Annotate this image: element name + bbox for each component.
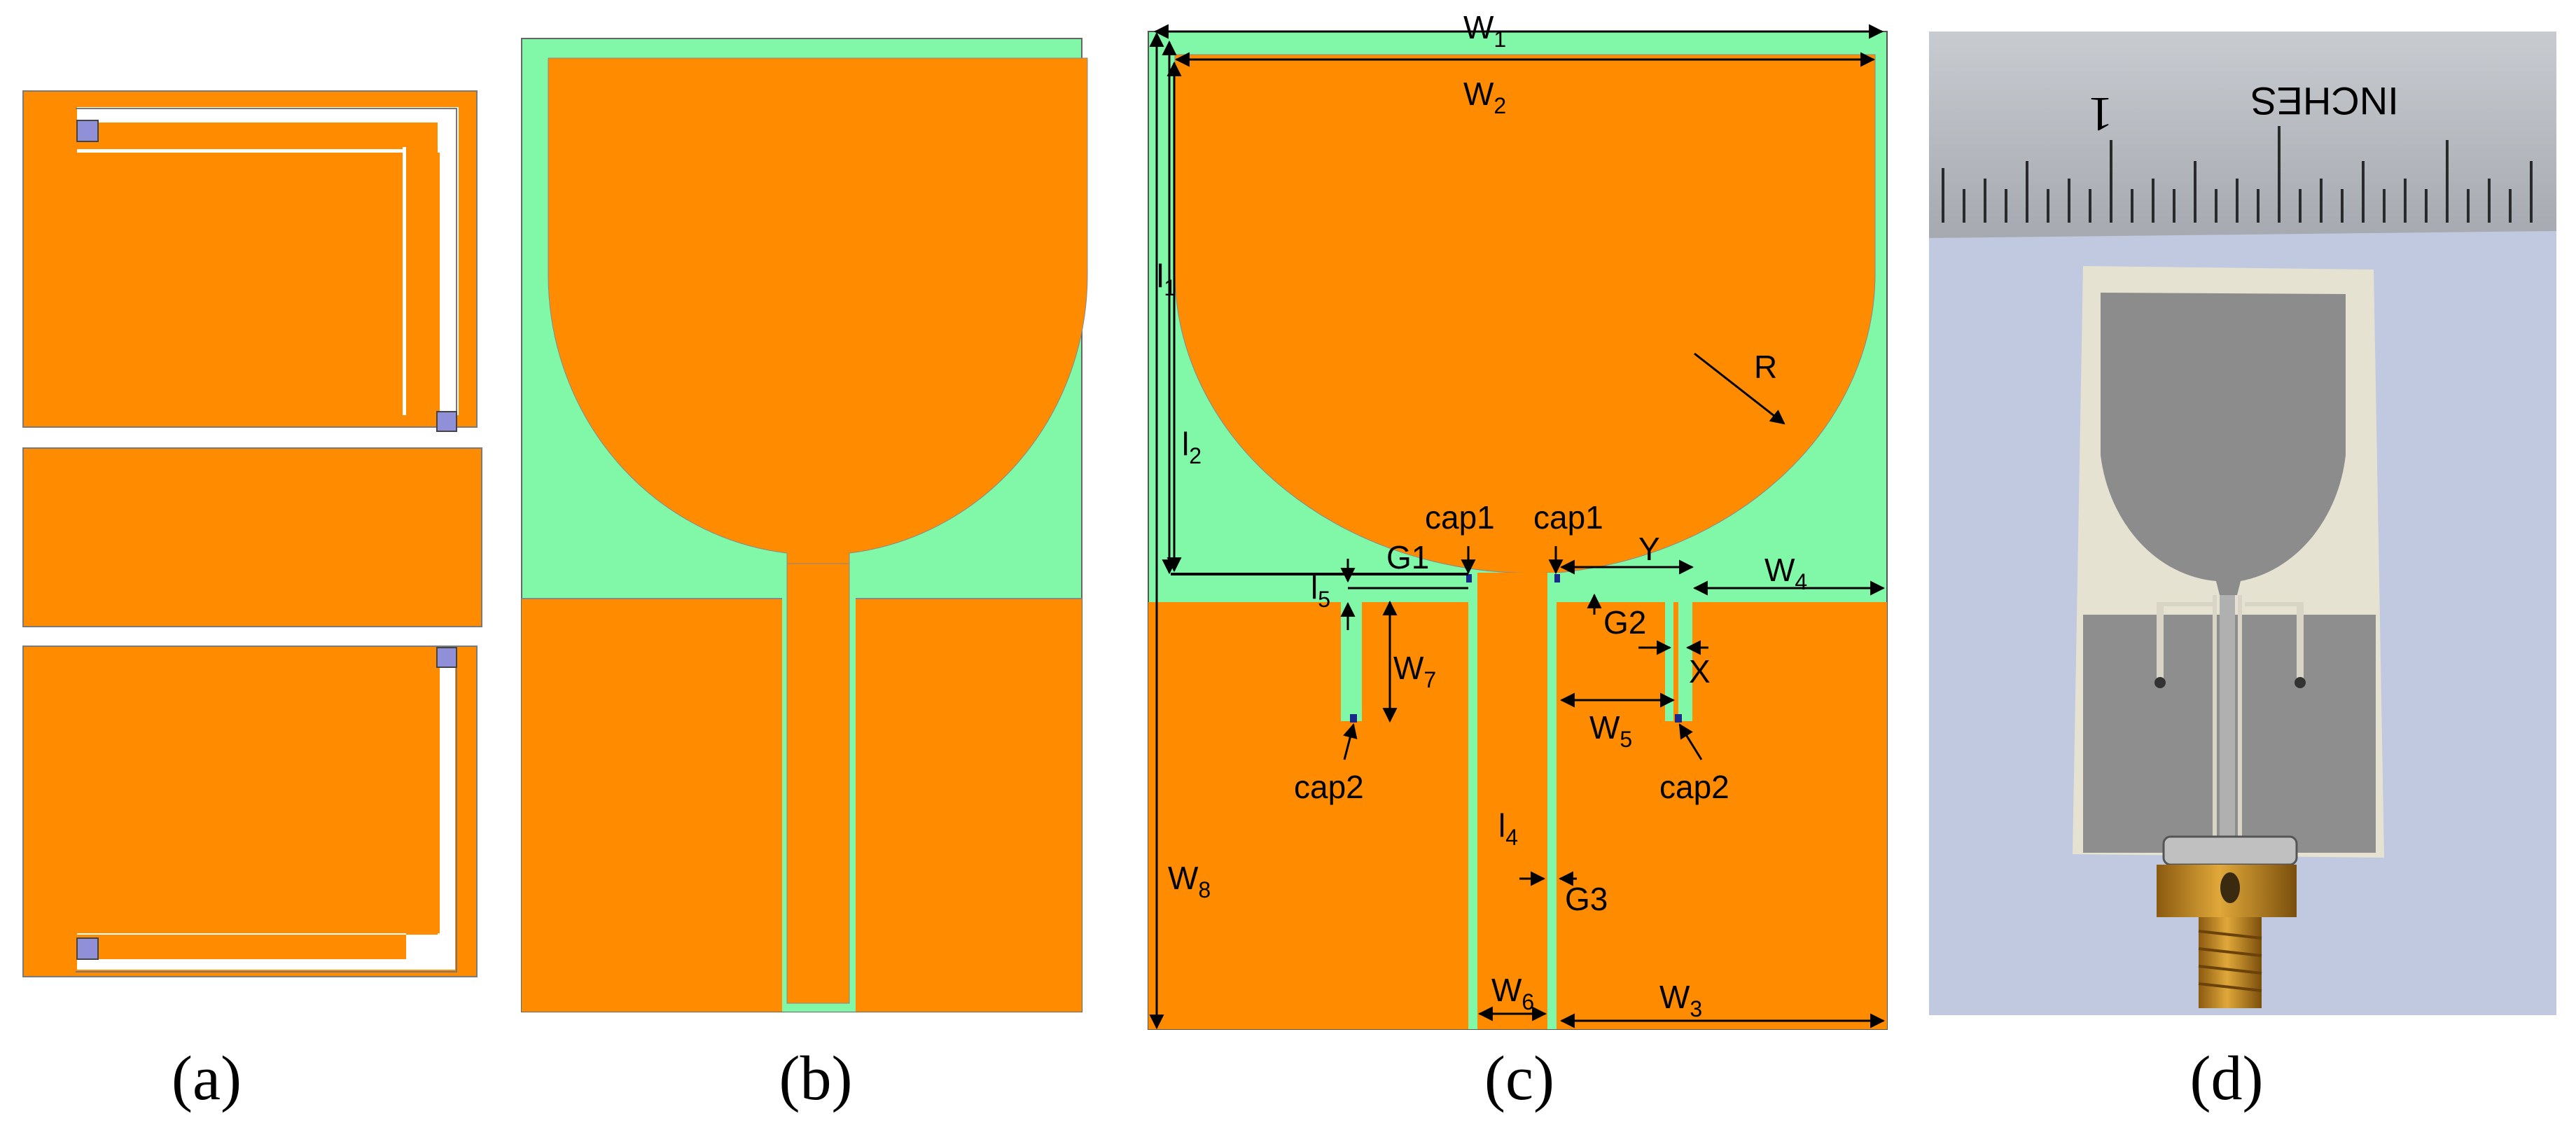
label-w1: W1 [1463, 9, 1506, 52]
panel-c-cap2-right-mark [1675, 714, 1682, 723]
label-g3: G3 [1565, 881, 1608, 917]
label-cap1-right: cap1 [1533, 499, 1603, 536]
panel-d-sma-connector [2157, 835, 2298, 1008]
panel-c-feed-gap-left [1468, 573, 1477, 1029]
label-w4: W4 [1764, 552, 1807, 594]
panel-b-feed-line [786, 563, 850, 1004]
label-w6: W6 [1491, 972, 1534, 1014]
panel-d-ruler-label: INCHES [2250, 79, 2399, 123]
label-w5: W5 [1589, 709, 1632, 752]
label-r: R [1754, 349, 1777, 385]
panel-c-feed-line [1477, 573, 1547, 1029]
panel-d-ruler-ticks [1942, 126, 2533, 223]
label-cap2-left: cap2 [1294, 769, 1364, 805]
panel-d-ruler: INCHES 1 [1929, 32, 2556, 238]
panel-a: (a) [22, 90, 482, 1113]
panel-c-right-slot [1557, 573, 1692, 721]
panel-a-middle-block [22, 447, 482, 627]
label-w8: W8 [1168, 860, 1211, 902]
label-g2: G2 [1603, 604, 1646, 641]
panel-c: W1 W2 W3 W4 W5 W6 W7 W8 l1 l2 l4 l5 R ca… [1148, 9, 1888, 1113]
panel-c-cap2-left-mark [1350, 714, 1357, 723]
panel-b-caption: (b) [779, 1044, 853, 1113]
panel-b: (b) [521, 38, 1088, 1113]
label-g1: G1 [1386, 539, 1429, 576]
label-l4: l4 [1498, 807, 1518, 850]
panel-c-feed-gap-right [1547, 573, 1557, 1029]
panel-d-caption: (d) [2190, 1044, 2264, 1113]
panel-a-top-cap2 [436, 411, 457, 432]
panel-d: INCHES 1 [1929, 32, 2556, 1113]
label-w2: W2 [1463, 76, 1506, 118]
panel-c-cap1-right-mark [1554, 574, 1560, 583]
panel-a-bottom-cap1 [76, 937, 99, 960]
panel-d-ruler-number: 1 [2089, 87, 2113, 141]
panel-a-bottom-block [22, 646, 478, 977]
label-l2: l2 [1182, 426, 1202, 468]
panel-c-dimension-lines [1149, 24, 1886, 1030]
label-w3: W3 [1659, 979, 1702, 1021]
label-y: Y [1638, 531, 1660, 567]
label-l5: l5 [1311, 569, 1330, 612]
label-cap2-right: cap2 [1659, 769, 1729, 805]
panel-a-caption: (a) [172, 1044, 242, 1113]
label-cap1-left: cap1 [1425, 499, 1495, 536]
label-l1: l1 [1157, 258, 1176, 300]
panel-c-caption: (c) [1484, 1044, 1554, 1113]
panel-c-cap1-left-mark [1466, 574, 1472, 583]
panel-a-top-block [22, 90, 478, 432]
panel-d-fabricated-antenna [2073, 266, 2384, 858]
panel-a-top-cap1 [76, 120, 99, 142]
panel-a-bottom-cap2 [436, 647, 457, 668]
label-x: X [1689, 653, 1711, 690]
label-w7: W7 [1393, 650, 1436, 692]
